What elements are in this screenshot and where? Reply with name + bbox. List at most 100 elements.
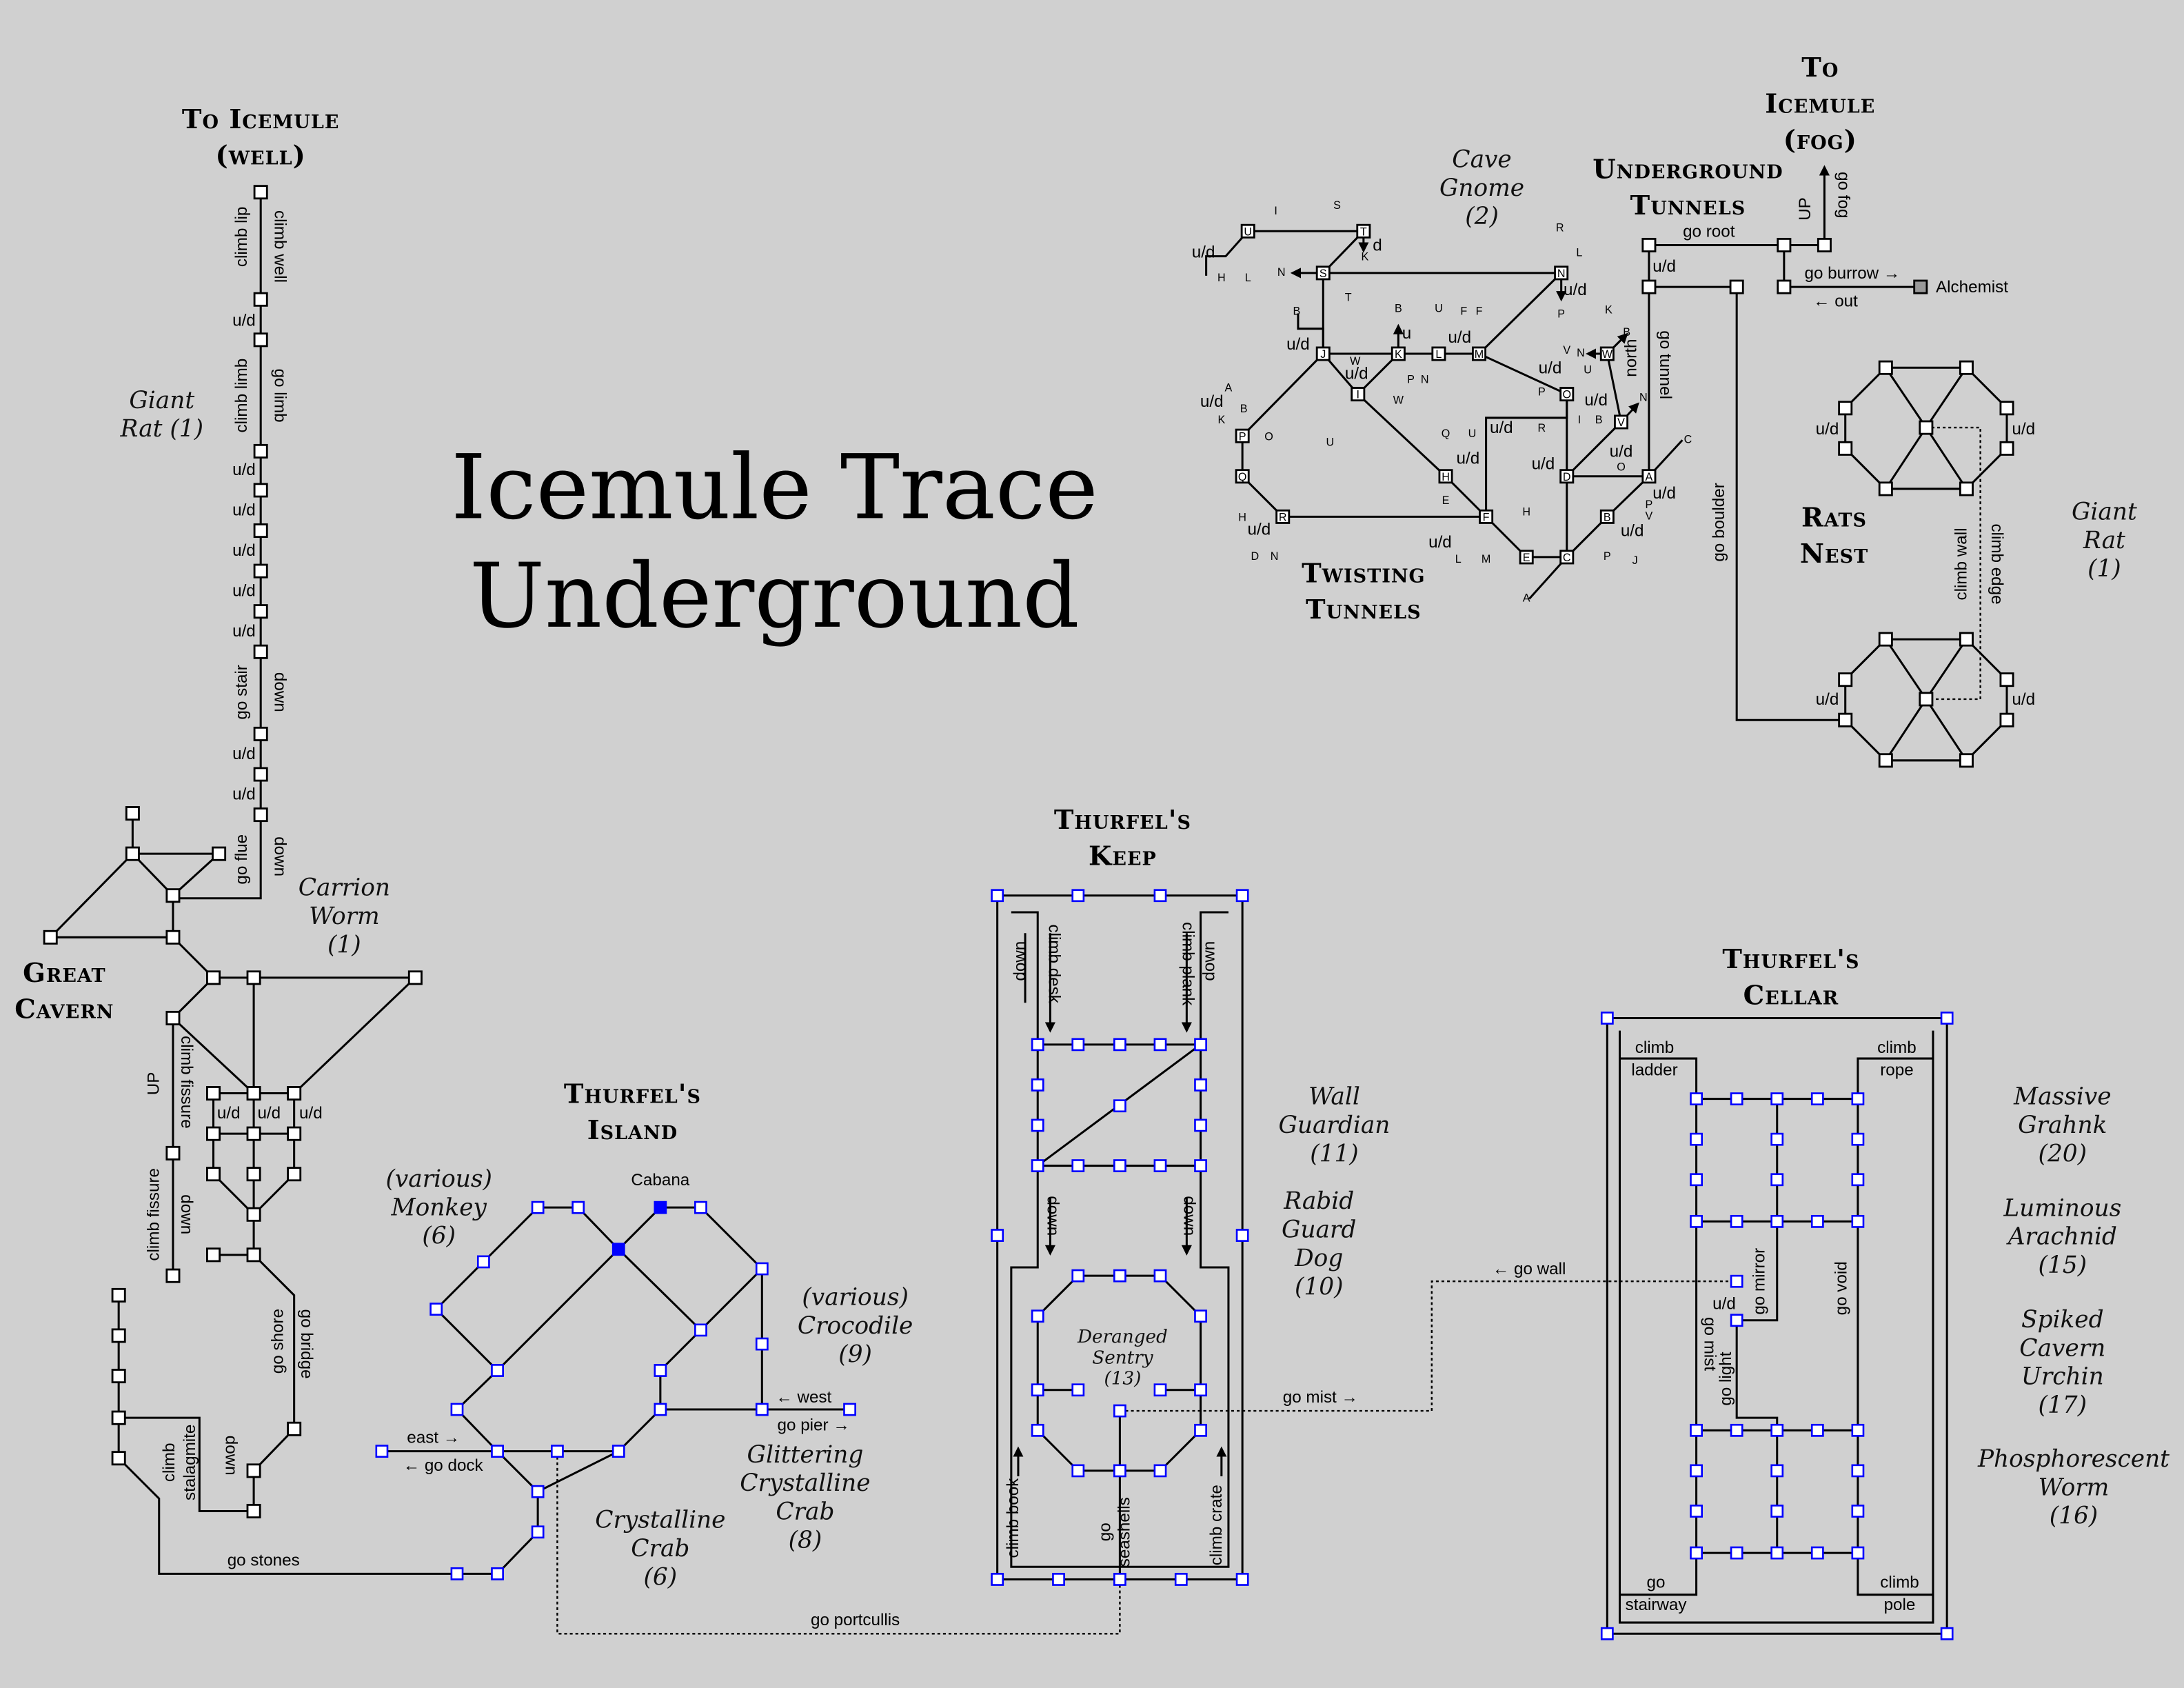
room-node[interactable] [253,767,268,782]
room-node[interactable] [1113,1269,1126,1283]
room-node[interactable] [1838,441,1853,456]
room-node[interactable] [1194,1038,1207,1052]
room-node[interactable] [1878,632,1893,647]
room-node[interactable] [1730,1314,1743,1327]
room-node[interactable] [246,1503,261,1518]
room-node[interactable] [287,1167,302,1182]
room-node[interactable] [1690,1132,1703,1146]
room-node[interactable] [572,1200,585,1214]
room-node[interactable] [694,1200,707,1214]
twisting-node-I[interactable] [1351,387,1366,402]
room-node[interactable] [1690,1214,1703,1228]
room-node[interactable] [1777,237,1792,252]
room-node[interactable] [1690,1423,1703,1437]
room-node[interactable] [1071,1159,1085,1172]
room-node[interactable] [1153,1383,1167,1397]
room-node[interactable] [1153,1038,1167,1052]
room-node[interactable] [1690,1546,1703,1560]
room-node[interactable] [111,1287,126,1303]
room-node[interactable] [1194,1159,1207,1172]
room-node[interactable] [1999,712,2014,727]
room-node[interactable] [407,970,423,985]
room-node[interactable] [1838,401,1853,416]
room-node[interactable] [1999,401,2014,416]
room-node[interactable] [654,1403,667,1416]
room-node[interactable] [206,1247,221,1263]
room-node[interactable] [1810,1214,1824,1228]
room-node[interactable] [1959,481,1974,496]
room-node[interactable] [450,1403,464,1416]
room-node[interactable] [1031,1423,1044,1437]
room-node[interactable] [531,1485,545,1498]
room-node[interactable] [755,1403,769,1416]
room-node[interactable] [1810,1546,1824,1560]
room-node[interactable] [1194,1078,1207,1092]
room-node[interactable] [1113,1159,1126,1172]
room-node[interactable] [165,888,181,903]
room-node[interactable] [1031,1038,1044,1052]
room-node[interactable] [111,1328,126,1343]
room-node[interactable] [491,1445,504,1458]
room-node[interactable] [1031,1309,1044,1323]
room-node[interactable] [1235,1229,1249,1242]
room-node[interactable] [611,1445,625,1458]
room-node[interactable] [491,1364,504,1377]
room-node[interactable] [1770,1214,1784,1228]
cabana-node[interactable] [654,1200,667,1214]
room-node[interactable] [1194,1383,1207,1397]
room-node[interactable] [287,1086,302,1101]
room-node[interactable] [1770,1423,1784,1437]
room-node[interactable] [1235,1573,1249,1586]
twisting-node-Q[interactable] [1235,469,1250,484]
twisting-node-L[interactable] [1431,346,1446,361]
room-node[interactable] [1838,712,1853,727]
twisting-node-A[interactable] [1641,469,1657,484]
room-node[interactable] [1730,1423,1743,1437]
room-node[interactable] [253,292,268,307]
room-node[interactable] [1690,1464,1703,1478]
room-node[interactable] [1919,692,1934,707]
room-node[interactable] [246,1207,261,1222]
room-node[interactable] [375,1445,389,1458]
twisting-node-E[interactable] [1519,550,1534,565]
room-node[interactable] [1851,1092,1865,1106]
room-node[interactable] [1071,1383,1085,1397]
room-node[interactable] [991,1229,1004,1242]
room-node[interactable] [1641,279,1657,294]
room-node[interactable] [450,1567,464,1580]
room-node[interactable] [1810,1092,1824,1106]
room-node[interactable] [1999,441,2014,456]
room-node[interactable] [1851,1464,1865,1478]
room-node[interactable] [253,604,268,619]
room-node[interactable] [1690,1092,1703,1106]
room-node[interactable] [429,1303,443,1316]
room-node[interactable] [1235,889,1249,903]
room-node[interactable] [165,1010,181,1025]
room-node[interactable] [246,1247,261,1263]
twisting-node-D[interactable] [1559,469,1575,484]
twisting-node-P[interactable] [1235,428,1250,443]
room-node[interactable] [206,970,221,985]
room-node[interactable] [1194,1118,1207,1132]
room-node[interactable] [1690,1505,1703,1518]
room-node[interactable] [1730,1274,1743,1288]
room-node[interactable] [755,1337,769,1351]
room-node[interactable] [755,1262,769,1276]
room-node[interactable] [1071,889,1085,903]
room-node[interactable] [246,1167,261,1182]
room-node[interactable] [1031,1383,1044,1397]
room-node[interactable] [1153,1269,1167,1283]
room-node[interactable] [1690,1173,1703,1187]
room-node[interactable] [1071,1464,1085,1478]
room-node[interactable] [287,1421,302,1436]
twisting-node-V[interactable] [1614,414,1629,430]
twisting-node-U[interactable] [1240,223,1255,239]
twisting-node-K[interactable] [1391,346,1406,361]
room-node[interactable] [991,1573,1004,1586]
room-node[interactable] [1113,1404,1126,1418]
room-node[interactable] [1113,1099,1126,1113]
room-node[interactable] [206,1086,221,1101]
room-node[interactable] [551,1445,564,1458]
room-node[interactable] [1113,1573,1126,1586]
room-node[interactable] [1851,1214,1865,1228]
